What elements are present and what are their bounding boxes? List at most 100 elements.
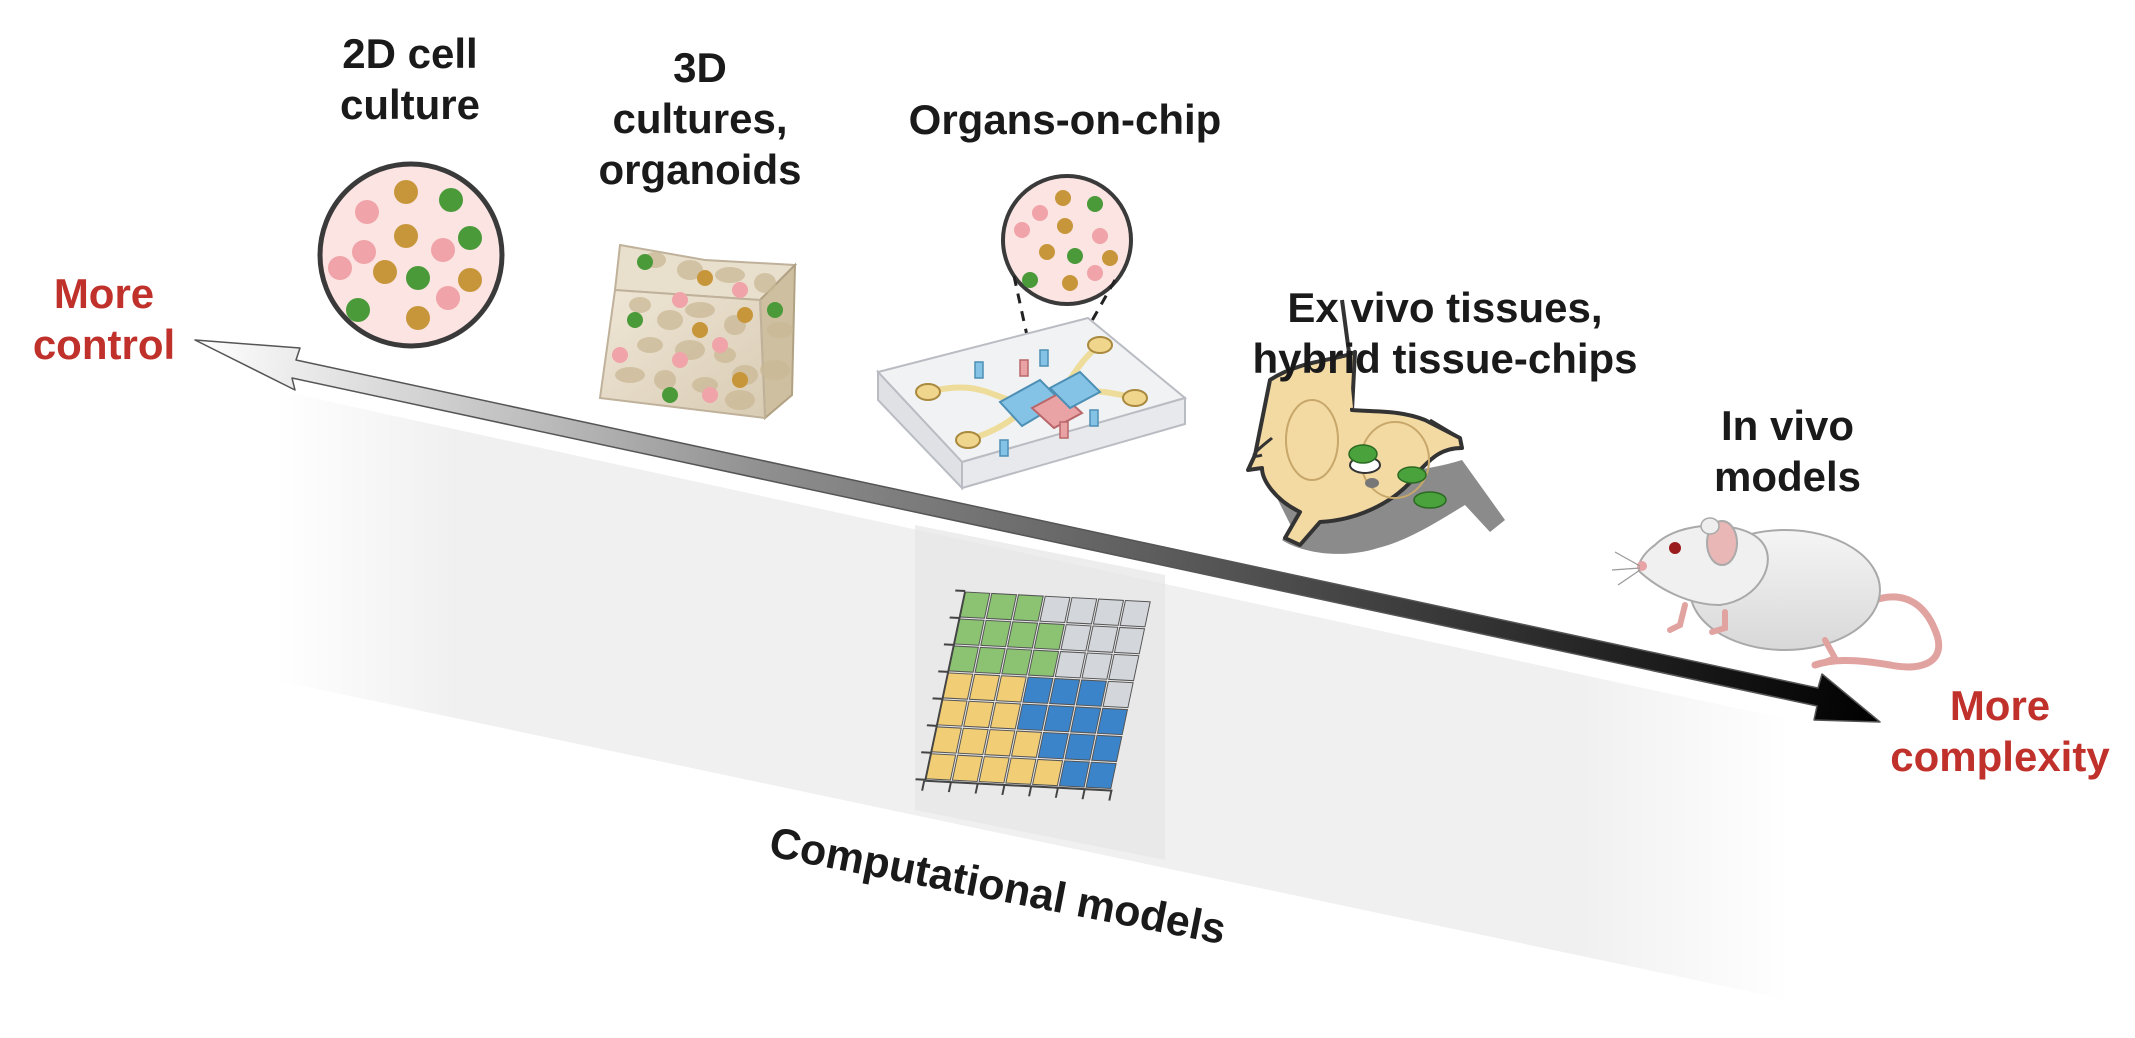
grid-tick bbox=[955, 589, 966, 592]
cell-dot bbox=[346, 298, 370, 322]
grid-cell bbox=[978, 756, 1010, 784]
cell-dot bbox=[737, 307, 753, 323]
pore bbox=[725, 390, 755, 410]
grid-cell bbox=[1043, 704, 1075, 733]
grid-tick bbox=[1081, 789, 1086, 800]
petri-dish-icon bbox=[317, 161, 505, 349]
grid-cell bbox=[1066, 597, 1098, 625]
cell-dot bbox=[394, 180, 418, 204]
grid-cell bbox=[1119, 599, 1151, 628]
pore bbox=[760, 360, 790, 380]
grid-tick bbox=[915, 778, 926, 781]
model-label-in-vivo: In vivo models bbox=[1713, 402, 1862, 501]
model-label-organs-on-chip: Organs-on-chip bbox=[908, 96, 1222, 143]
pore bbox=[657, 310, 683, 330]
cell-dot bbox=[712, 337, 728, 353]
data-grid-icon bbox=[915, 589, 1151, 801]
grid-cell bbox=[1006, 621, 1039, 649]
grid-cell bbox=[1037, 731, 1069, 760]
grid-cell bbox=[985, 592, 1018, 621]
grid-cell bbox=[1096, 707, 1129, 736]
grid-tick bbox=[932, 697, 943, 700]
pore bbox=[715, 267, 745, 283]
grid-cell bbox=[963, 700, 995, 729]
cell-dot bbox=[732, 282, 748, 298]
model-label-ex-vivo: Ex vivo tissues, hybrid tissue-chips bbox=[1252, 284, 1638, 383]
grid-cell bbox=[1064, 733, 1096, 761]
cell-dot bbox=[431, 238, 455, 262]
cell-dot bbox=[1039, 244, 1055, 260]
grid-tick bbox=[926, 724, 938, 727]
cell-dot bbox=[328, 256, 352, 280]
cell-dot bbox=[373, 260, 397, 284]
tissue-slice-icon bbox=[1246, 299, 1505, 554]
cell-dot bbox=[1055, 190, 1071, 206]
organoid-sponge-icon bbox=[598, 243, 798, 421]
grid-cell bbox=[1060, 624, 1092, 652]
cell-dot bbox=[702, 387, 718, 403]
cell-dot bbox=[672, 352, 688, 368]
grid-cell bbox=[1087, 625, 1119, 653]
cell-dot bbox=[1014, 222, 1030, 238]
grid-tick bbox=[1054, 787, 1059, 798]
cell-dot bbox=[1087, 196, 1103, 212]
cell-dot bbox=[732, 372, 748, 388]
cell-dot bbox=[352, 240, 376, 264]
grid-cell bbox=[995, 675, 1027, 703]
grid-cell bbox=[1091, 734, 1123, 763]
grid-cell bbox=[980, 619, 1012, 648]
grid-tick bbox=[921, 780, 926, 791]
grid-cell bbox=[1012, 594, 1044, 622]
grid-cell bbox=[1022, 676, 1054, 704]
pore bbox=[677, 260, 703, 280]
cell-dot bbox=[662, 387, 678, 403]
grid-cell bbox=[1033, 622, 1065, 651]
grid-cell bbox=[951, 754, 983, 782]
cell-dot bbox=[1057, 218, 1073, 234]
grid-cell bbox=[1027, 649, 1060, 677]
grid-cell bbox=[957, 727, 989, 756]
grid-cell bbox=[984, 729, 1016, 757]
pore bbox=[754, 273, 776, 293]
grid-cell bbox=[1010, 730, 1043, 758]
axis-label-more-control: More control bbox=[32, 270, 176, 369]
pore bbox=[637, 337, 663, 353]
cell-dot bbox=[458, 268, 482, 292]
grid-tick bbox=[949, 616, 960, 619]
grid-cell bbox=[968, 673, 1001, 702]
grid-cell bbox=[1005, 757, 1037, 785]
pore bbox=[685, 302, 715, 318]
grid-cell bbox=[974, 646, 1006, 675]
cell-dot bbox=[767, 302, 783, 318]
grid-cell bbox=[1031, 758, 1064, 787]
pore bbox=[654, 370, 676, 390]
cell-dot bbox=[1022, 272, 1038, 288]
grid-cell bbox=[989, 702, 1022, 730]
grid-cell bbox=[1049, 678, 1081, 706]
grid-tick bbox=[1108, 790, 1113, 801]
grid-cell bbox=[1081, 652, 1113, 680]
grid-tick bbox=[1001, 784, 1006, 795]
cell-dot bbox=[1092, 228, 1108, 244]
model-label-3d-organoids: 3D cultures, organoids bbox=[598, 44, 802, 194]
cell-dot bbox=[406, 266, 430, 290]
cell-dot bbox=[1062, 275, 1078, 291]
grid-cell bbox=[1102, 680, 1134, 709]
organ-chip-icon bbox=[876, 174, 1188, 491]
cell-dot bbox=[672, 292, 688, 308]
cell-dot bbox=[394, 224, 418, 248]
cell-dot bbox=[612, 347, 628, 363]
grid-cell bbox=[1113, 626, 1146, 655]
cell-dot bbox=[439, 188, 463, 212]
grid-cell bbox=[1001, 648, 1033, 676]
grid-tick bbox=[943, 643, 955, 646]
cell-dot bbox=[1067, 248, 1083, 264]
grid-cell bbox=[1054, 651, 1086, 679]
grid-tick bbox=[974, 783, 979, 794]
grid-tick bbox=[938, 670, 949, 673]
cell-dot bbox=[692, 322, 708, 338]
grid-cell bbox=[1070, 706, 1102, 734]
grid-axis bbox=[924, 591, 966, 781]
cell-dot bbox=[1032, 205, 1048, 221]
